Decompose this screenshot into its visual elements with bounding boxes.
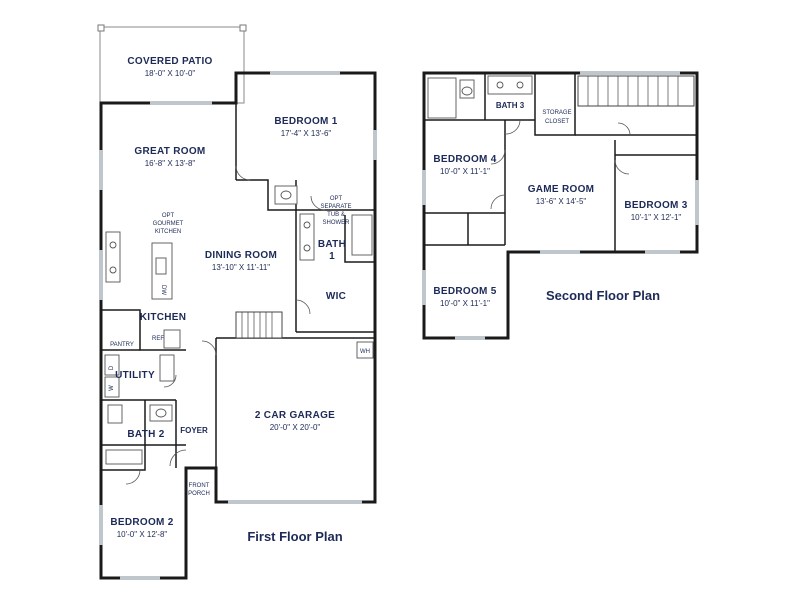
bath1-num: 1 [329, 251, 335, 262]
covered-patio-name: COVERED PATIO [127, 56, 212, 67]
game-room-size: 13'-6" X 14'-5" [536, 197, 587, 206]
bedroom3-name: BEDROOM 3 [624, 200, 687, 211]
bedroom2-label: BEDROOM 2 10'-0" X 12'-8" [110, 517, 173, 539]
front-porch-line2: PORCH [188, 491, 210, 497]
storage-line2: CLOSET [545, 119, 569, 125]
pantry-label: PANTRY [110, 342, 134, 348]
bedroom4-size: 10'-0" X 11'-1" [440, 167, 490, 176]
bedroom5-label: BEDROOM 5 10'-0" X 11'-1" [433, 286, 496, 308]
foyer-label: FOYER [180, 426, 208, 435]
bedroom5-name: BEDROOM 5 [433, 286, 496, 297]
bedroom1-label: BEDROOM 1 17'-4" X 13'-6" [274, 116, 337, 138]
dryer-label: D [109, 365, 115, 370]
second-floor-fixtures [427, 75, 533, 119]
bedroom2-size: 10'-0" X 12'-8" [117, 530, 168, 539]
opt-tub-line1: OPT [330, 196, 343, 202]
bedroom3-label: BEDROOM 3 10'-1" X 12'-1" [624, 200, 687, 222]
storage-line1: STORAGE [542, 110, 571, 116]
opt-tub-line4: SHOWER [323, 220, 351, 226]
second-floor-stairs [577, 75, 695, 107]
second-floor-title: Second Floor Plan [546, 288, 660, 303]
second-floor-windows [422, 71, 699, 340]
bedroom1-name: BEDROOM 1 [274, 116, 337, 127]
wic-label: WIC [326, 291, 346, 302]
opt-kitchen-line1: OPT [162, 213, 175, 219]
first-floor-windows [99, 71, 377, 580]
game-room-label: GAME ROOM 13'-6" X 14'-5" [528, 184, 595, 206]
covered-patio-label: COVERED PATIO 18'-0" X 10'-0" [127, 56, 212, 78]
opt-tub-label: OPT SEPARATE TUB & SHOWER [320, 196, 351, 226]
bedroom3-size: 10'-1" X 12'-1" [631, 213, 682, 222]
second-floor-interior-walls [424, 73, 697, 252]
bedroom2-name: BEDROOM 2 [110, 517, 173, 528]
dishwasher-label: DW [160, 285, 166, 295]
second-floor-plan: BATH 3 STORAGE CLOSET BEDROOM 4 10'-0" X… [422, 71, 699, 340]
game-room-name: GAME ROOM [528, 184, 595, 195]
utility-label: UTILITY [115, 370, 155, 381]
first-floor-interior-walls [101, 73, 375, 471]
bedroom4-name: BEDROOM 4 [433, 154, 496, 165]
front-porch-label: FRONT PORCH [188, 483, 210, 497]
opt-tub-line3: TUB & [327, 212, 345, 218]
garage-label: 2 CAR GARAGE 20'-0" X 20'-0" [255, 410, 335, 432]
kitchen-label: KITCHEN [140, 312, 187, 323]
covered-patio-size: 18'-0" X 10'-0" [145, 69, 196, 78]
storage-closet-label: STORAGE CLOSET [542, 110, 571, 125]
bath1-name: BATH [318, 239, 346, 250]
dining-room-size: 13'-10" X 11'-11" [212, 263, 270, 272]
washer-label: W [109, 385, 115, 391]
opt-kitchen-line2: GOURMET [153, 221, 184, 227]
second-floor-doors [490, 119, 631, 210]
first-floor-fixtures [104, 185, 374, 465]
garage-name: 2 CAR GARAGE [255, 410, 335, 421]
dining-room-label: DINING ROOM 13'-10" X 11'-11" [205, 250, 277, 272]
great-room-label: GREAT ROOM 16'-8" X 13'-8" [134, 146, 205, 168]
bedroom1-size: 17'-4" X 13'-6" [281, 129, 332, 138]
first-floor-plan: COVERED PATIO 18'-0" X 10'-0" BEDROOM 1 … [97, 24, 377, 580]
water-heater-label: WH [360, 349, 370, 355]
bath3-label: BATH 3 [496, 101, 525, 110]
opt-kitchen-label: OPT GOURMET KITCHEN [153, 213, 184, 235]
garage-size: 20'-0" X 20'-0" [270, 423, 321, 432]
ref-label: REF [152, 336, 164, 342]
second-floor-exterior-wall [422, 71, 699, 340]
dining-room-name: DINING ROOM [205, 250, 277, 261]
bath1-label: BATH 1 [318, 239, 346, 262]
first-floor-stairs [235, 311, 283, 339]
great-room-name: GREAT ROOM [134, 146, 205, 157]
first-floor-title: First Floor Plan [247, 529, 342, 544]
opt-kitchen-line3: KITCHEN [155, 229, 181, 235]
bath2-label: BATH 2 [127, 429, 164, 440]
great-room-size: 16'-8" X 13'-8" [145, 159, 196, 168]
bedroom5-size: 10'-0" X 11'-1" [440, 299, 490, 308]
opt-tub-line2: SEPARATE [320, 204, 351, 210]
bedroom4-label: BEDROOM 4 10'-0" X 11'-1" [433, 154, 496, 176]
front-porch-line1: FRONT [189, 483, 210, 489]
first-floor-doors [125, 165, 326, 485]
